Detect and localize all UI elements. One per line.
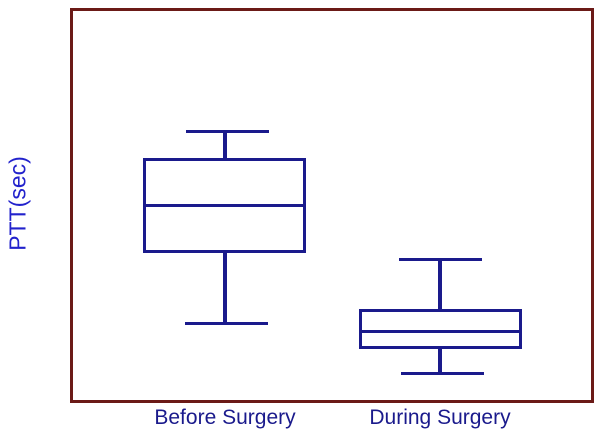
plot-frame (70, 8, 594, 403)
x-tick-label-before-surgery: Before Surgery (154, 406, 296, 429)
whisker-cap-lower (401, 372, 484, 375)
median-line (143, 204, 306, 207)
whisker-line-upper (438, 258, 442, 311)
x-tick-label-during-surgery: During Surgery (369, 406, 511, 429)
whisker-cap-upper (186, 130, 269, 133)
whisker-line-upper (223, 130, 227, 160)
y-axis-title: PTT(sec) (4, 156, 31, 251)
whisker-line-lower (223, 251, 227, 325)
median-line (359, 330, 522, 333)
whisker-cap-lower (185, 322, 268, 325)
box-iqr (359, 309, 522, 349)
whisker-line-lower (438, 347, 442, 374)
